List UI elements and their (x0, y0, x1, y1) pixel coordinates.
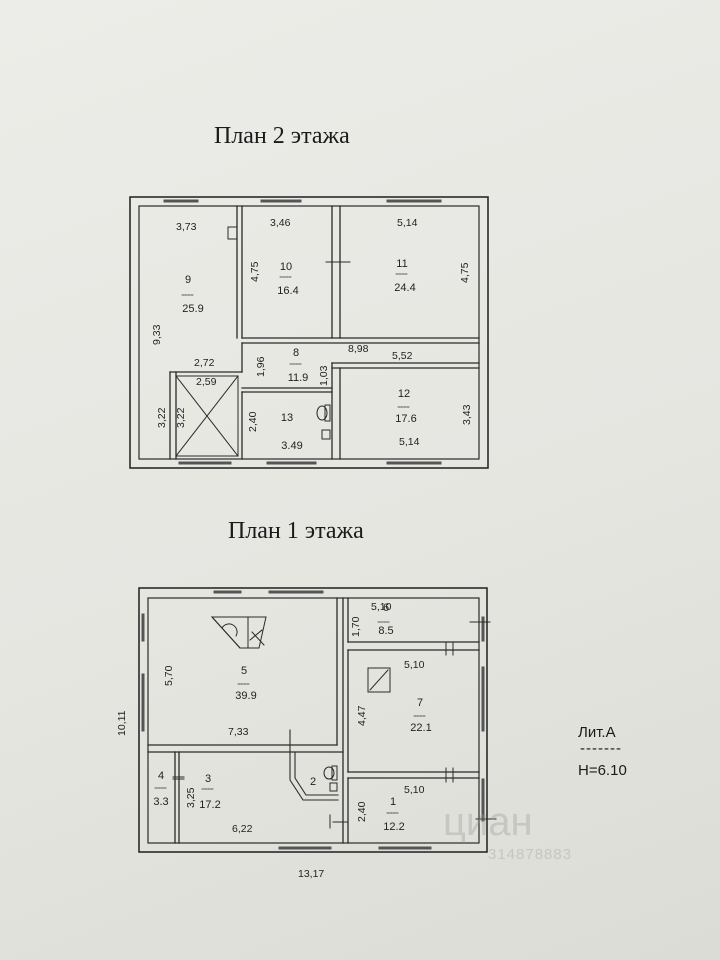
room-1-number: 1 (390, 796, 396, 808)
dim-r13-side: 2,40 (247, 411, 259, 432)
watermark-brand: циан (443, 800, 533, 844)
room-13-area: 3.49 (281, 440, 302, 452)
room-4-area: 3.3 (153, 796, 168, 808)
dim-stair-side1: 3,22 (156, 407, 168, 428)
dim-r1-side: 2,40 (356, 801, 368, 822)
floor2-sink-icon (321, 429, 331, 440)
dim-r3-bottom: 6,22 (232, 823, 253, 835)
room-7-area: 22.1 (410, 722, 431, 734)
dim-r6-side: 1,70 (350, 616, 362, 637)
room-13-number: 13 (281, 412, 293, 424)
floor1-bathroom-partition (289, 729, 339, 801)
dim-r3-side: 3,25 (185, 787, 197, 808)
liter-underline: ------- (580, 740, 622, 757)
room-8-number: 8 (293, 347, 299, 359)
dim-r7-side: 4,47 (356, 705, 368, 726)
floor2-windows (163, 199, 442, 465)
room-2-number: 2 (310, 776, 316, 788)
room-4-number: 4 (158, 770, 164, 782)
dim-r6-top: 5,10 (371, 601, 392, 613)
room-3-area: 17.2 (199, 799, 220, 811)
dim-r5-side: 5,70 (163, 665, 175, 686)
dim-total-width: 13,17 (298, 868, 324, 880)
dim-r5-bottom: 7,33 (228, 726, 249, 738)
floor1-inner-wall (147, 597, 480, 844)
room-10-number: 10 (280, 261, 292, 273)
floor1-plan (138, 587, 497, 853)
floor2-chimney (227, 226, 238, 240)
dim-r8-side2: 1,03 (318, 365, 330, 386)
floor1-toilet-icon (323, 765, 338, 781)
dim-r12-bottom: 5,14 (399, 436, 420, 448)
floor2-outer-wall (129, 196, 489, 469)
floor2-staircase (175, 375, 239, 457)
floor1-title: План 1 этажа (228, 518, 364, 544)
dim-r1-top: 5,10 (404, 784, 425, 796)
room-6-number: 6 (383, 602, 389, 614)
room-12-area: 17.6 (395, 413, 416, 425)
floor1-windows (141, 590, 485, 850)
dim-stair-side2: 3,22 (175, 407, 187, 428)
dim-r12-side: 3,43 (461, 404, 473, 425)
room-5-number: 5 (241, 665, 247, 677)
dim-r8-top: 8,98 (348, 343, 369, 355)
dim-r7-top: 5,10 (404, 659, 425, 671)
floor2-labels: 9 25.9 10 16.4 11 24.4 8 11.9 13 3.49 12… (151, 217, 473, 452)
dim-r11-top: 5,14 (397, 217, 418, 229)
dim-r10-side: 4,75 (249, 261, 261, 282)
floor1-stove-icon (210, 616, 267, 649)
room-1-area: 12.2 (383, 821, 404, 833)
dim-r8-side: 1,96 (255, 356, 267, 377)
dim-r9-side: 9,33 (151, 324, 163, 345)
floor1-outer-wall (138, 587, 488, 853)
watermark-number: 314878883 (488, 846, 573, 863)
room-3-number: 3 (205, 773, 211, 785)
dim-r11-side: 4,75 (459, 262, 471, 283)
dim-stair-top: 2,59 (196, 376, 217, 388)
floor1-sink-icon (329, 782, 338, 792)
room-8-area: 11.9 (288, 372, 309, 384)
floor2-toilet-icon (316, 404, 331, 422)
floor1-door-marks (172, 621, 497, 829)
room-9-number: 9 (185, 274, 191, 286)
liter-height: H=6.10 (578, 762, 627, 779)
room-10-area: 16.4 (277, 285, 298, 297)
dim-total-height: 10,11 (116, 710, 128, 736)
floor1-labels: 6 8.5 5 39.9 7 22.1 4 3.3 3 17.2 2 1 12.… (116, 601, 432, 880)
room-5-area: 39.9 (235, 690, 256, 702)
floor2-inner-wall (138, 205, 480, 460)
room-12-number: 12 (398, 388, 410, 400)
room-9-area: 25.9 (182, 303, 203, 315)
dim-r10-top: 3,46 (270, 217, 291, 229)
room-11-number: 11 (396, 258, 407, 270)
floor1-chimney-icon (367, 667, 391, 693)
dim-r9-top: 3,73 (176, 221, 197, 233)
dim-r8-top2: 5,52 (392, 350, 413, 362)
floor2-title: План 2 этажа (214, 123, 350, 149)
room-7-number: 7 (417, 697, 423, 709)
dim-r9-bottom: 2,72 (194, 357, 215, 369)
liter-label: Лит.А (578, 724, 616, 741)
room-6-area: 8.5 (378, 625, 393, 637)
room-11-area: 24.4 (394, 282, 415, 294)
floor2-plan (129, 196, 489, 469)
